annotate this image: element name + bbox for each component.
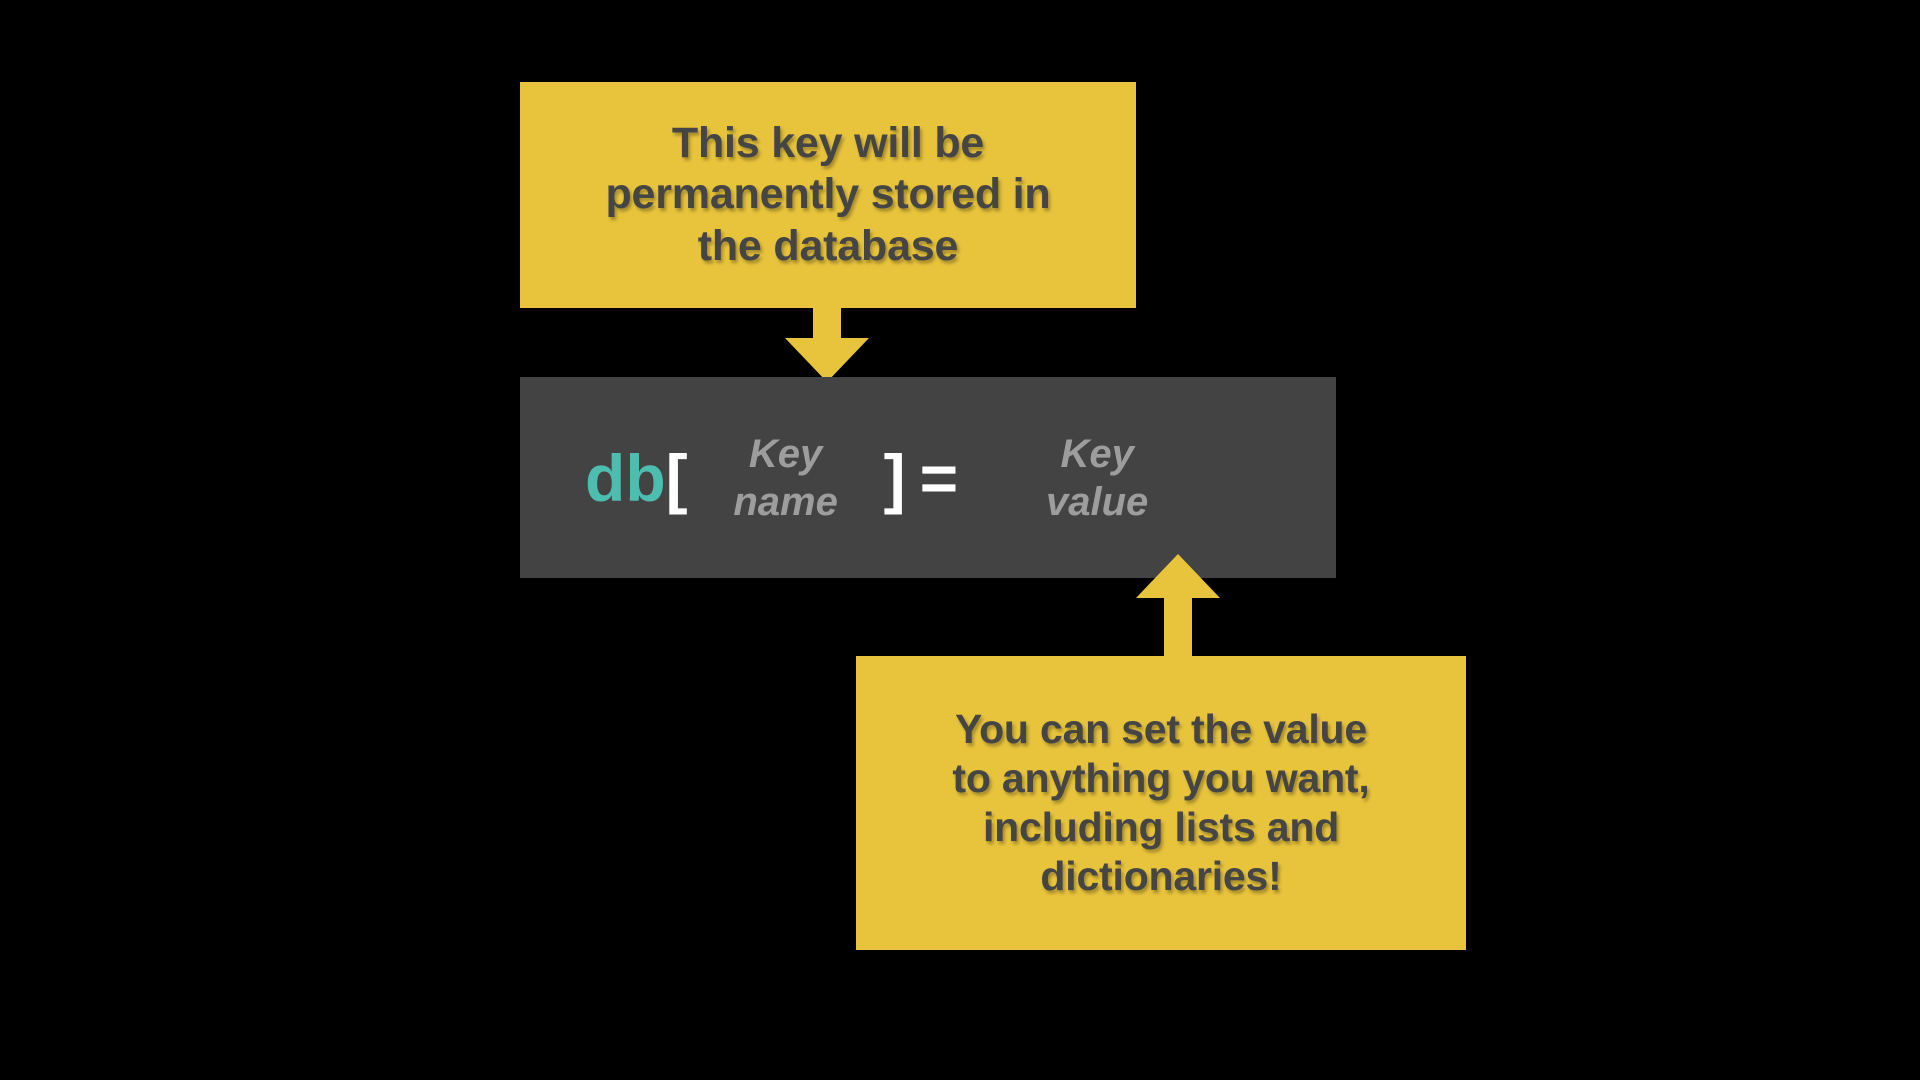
callout-value-freedom: You can set the value to anything you wa… (856, 656, 1466, 950)
code-token-close-bracket: ] (883, 440, 906, 515)
arrow-up-icon (1136, 554, 1220, 598)
code-token-db: db (585, 440, 666, 515)
callout-top-line-2: permanently stored in (605, 170, 1051, 219)
code-expression-box: db [ Key name ] = Key value (520, 377, 1336, 578)
arrow-down-icon-shaft (813, 300, 841, 344)
arrow-up-icon-shaft (1164, 596, 1192, 662)
callout-top-line-1: This key will be (671, 118, 985, 167)
callout-bottom-line-2: to anything you want, (952, 754, 1370, 801)
key-value-line-2: value (1046, 479, 1149, 524)
code-token-open-bracket: [ (665, 440, 688, 515)
callout-bottom-line-1: You can set the value (954, 705, 1367, 752)
callout-bottom-line-3: including lists and (982, 804, 1340, 850)
callout-key-storage: This key will be permanently stored in t… (520, 82, 1136, 308)
callout-top-line-3: the database (697, 221, 959, 270)
arrow-down-icon (785, 338, 869, 382)
key-name-line-2: name (733, 479, 838, 524)
callout-bottom-line-4: dictionaries! (1040, 853, 1282, 900)
code-token-assign: = (919, 440, 959, 515)
key-value-line-1: Key (1060, 431, 1134, 476)
key-name-placeholder: Key name (688, 434, 884, 522)
key-value-placeholder: Key value (1004, 434, 1190, 522)
code-expression: db [ Key name ] = Key value (585, 434, 1190, 522)
key-name-line-1: Key (748, 431, 823, 476)
